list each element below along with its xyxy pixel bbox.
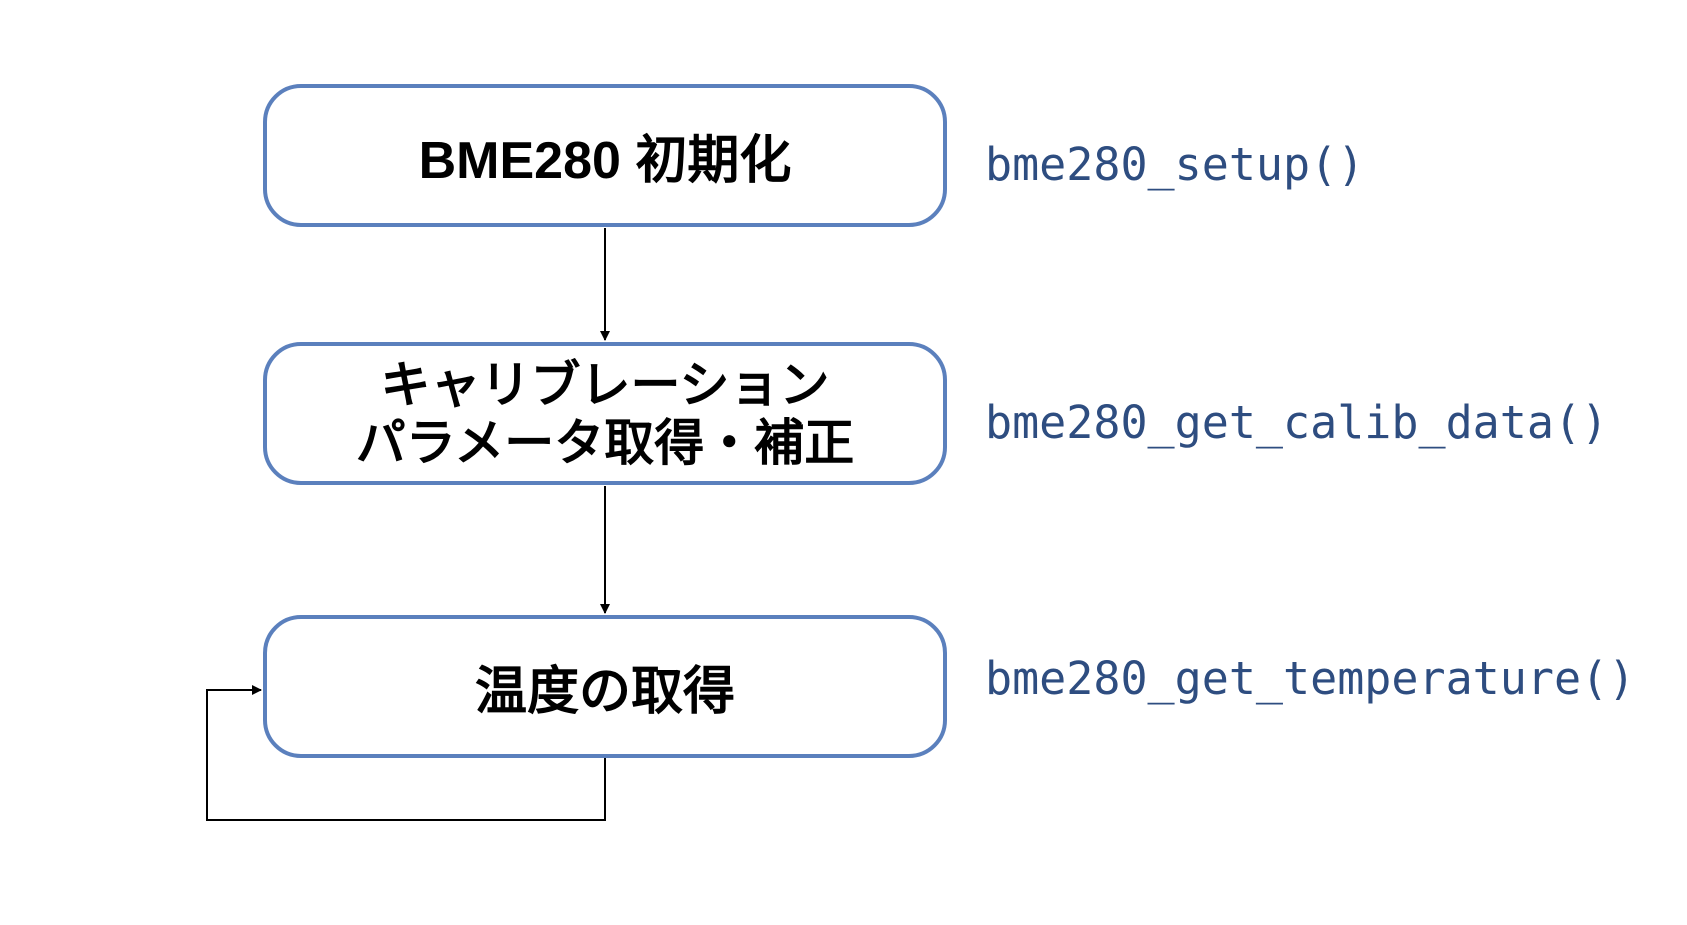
function-label-setup: bme280_setup(): [985, 138, 1365, 191]
step-calibration-label-line1: キャリブレーション: [380, 355, 830, 414]
function-label-get-temperature: bme280_get_temperature(): [985, 652, 1636, 705]
step-calibration-label-line2: パラメータ取得・補正: [355, 413, 855, 472]
step-bme280-init-box: BME280 初期化: [263, 84, 947, 227]
function-label-get-calib-data: bme280_get_calib_data(): [985, 396, 1609, 449]
step-temperature-box: 温度の取得: [263, 615, 947, 758]
step-temperature-label: 温度の取得: [474, 662, 735, 722]
step-bme280-init-label: BME280 初期化: [418, 132, 792, 190]
step-calibration-box: キャリブレーション パラメータ取得・補正: [263, 342, 947, 485]
loop-back-arrow: [206, 685, 606, 821]
